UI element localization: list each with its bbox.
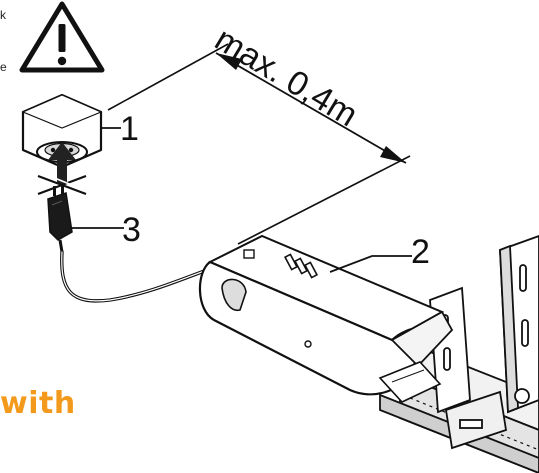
plug-icon: [47, 184, 73, 253]
dimension-arrow: [215, 52, 407, 164]
insert-arrow-icon: [48, 142, 76, 184]
corner-text-fragment: k: [0, 8, 6, 22]
callout-1: 1: [120, 110, 139, 148]
caption-fragment: with: [0, 386, 76, 421]
dimension-extension-lines: [107, 43, 411, 245]
receiver-housing: [198, 234, 454, 403]
callout-3: 3: [122, 211, 141, 249]
corner-text-fragment: e: [0, 60, 7, 74]
callout-2: 2: [411, 233, 430, 271]
warning-triangle-icon: [19, 1, 105, 73]
power-socket-icon: [21, 93, 103, 169]
leader-line-2: [329, 255, 412, 273]
